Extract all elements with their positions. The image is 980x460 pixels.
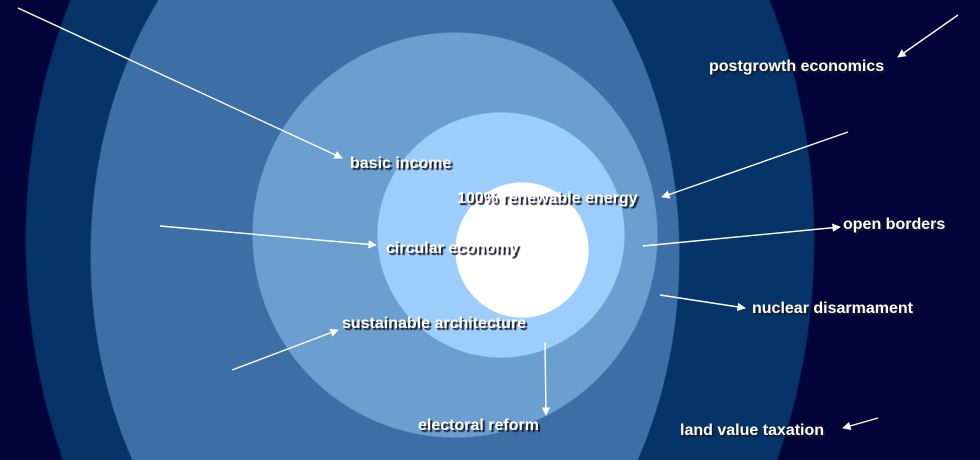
label-circular-economy: circular economy bbox=[386, 240, 519, 257]
label-land-value-taxation: land value taxation bbox=[680, 422, 825, 439]
label-basic-income: basic income bbox=[350, 155, 452, 172]
arrow-postgrowth bbox=[897, 14, 959, 58]
label-electoral-reform: electoral reform bbox=[418, 417, 539, 434]
label-renewable-energy: 100% renewable energy bbox=[457, 190, 638, 207]
arrow-basic-income bbox=[17, 7, 343, 159]
arrow-sustainable bbox=[231, 328, 339, 371]
label-postgrowth-economics: postgrowth economics bbox=[709, 58, 885, 75]
arrow-land-value bbox=[842, 417, 879, 430]
arrow-electoral bbox=[541, 341, 551, 416]
arrow-circular bbox=[159, 225, 377, 249]
label-nuclear-disarmament: nuclear disarmament bbox=[752, 300, 913, 317]
arrow-renewable bbox=[661, 131, 849, 199]
label-sustainable-architecture: sustainable architecture bbox=[342, 315, 527, 332]
arrow-open-borders bbox=[642, 223, 841, 247]
arrow-nuclear bbox=[659, 294, 746, 312]
label-open-borders: open borders bbox=[843, 216, 946, 233]
